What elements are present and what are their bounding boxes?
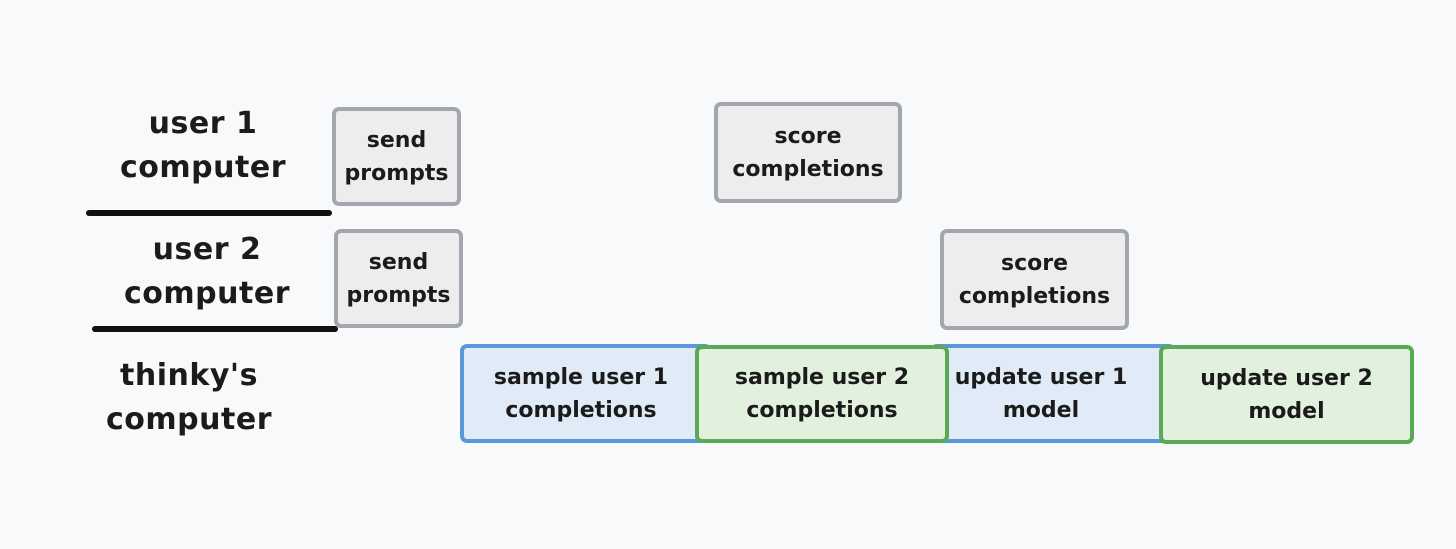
update-user1-model-line1: update user 1 [954,364,1128,390]
update-user1-model-line2: model [1002,397,1080,423]
row-label-user2-line1: user 2 [152,232,262,267]
sample-user2-completions-box: sample user 2 completions [695,345,949,443]
score-completions-user1-box: score completions [714,102,902,203]
send-prompts-user1-box: send prompts [332,107,461,206]
row-label-user1-line1: user 1 [148,106,258,141]
row-divider-2 [92,326,338,332]
score-completions-user1-line2: completions [732,156,884,182]
row-label-user2-line2: computer [124,276,290,311]
row-label-thinky-line1: thinky's [120,358,258,393]
score-completions-user2-line1: score [1000,250,1069,276]
sample-user1-completions-line1: sample user 1 [493,364,669,390]
sample-user1-completions-line2: completions [505,397,657,423]
sample-user1-completions-box: sample user 1 completions [460,344,712,443]
row-label-user1: user 1 computer [103,102,303,190]
row-label-user1-line2: computer [120,150,286,185]
send-prompts-user2-line1: send [368,249,429,275]
row-divider-1 [86,210,332,216]
row-label-thinky-line2: computer [106,402,272,437]
row-label-thinky: thinky's computer [89,354,289,442]
send-prompts-user1-line2: prompts [344,160,449,186]
row-label-user2: user 2 computer [107,228,307,316]
send-prompts-user2-line2: prompts [346,282,451,308]
send-prompts-user2-box: send prompts [334,229,463,328]
score-completions-user2-line2: completions [958,283,1111,309]
update-user1-model-box: update user 1 model [930,344,1176,443]
update-user2-model-line2: model [1248,398,1325,424]
sample-user2-completions-line1: sample user 2 [734,365,910,390]
update-user2-model-line1: update user 2 [1200,365,1373,391]
score-completions-user2-box: score completions [940,229,1129,330]
score-completions-user1-line1: score [774,123,842,149]
sample-user2-completions-line2: completions [746,398,898,423]
send-prompts-user1-line1: send [366,127,427,153]
update-user2-model-box: update user 2 model [1159,345,1414,444]
